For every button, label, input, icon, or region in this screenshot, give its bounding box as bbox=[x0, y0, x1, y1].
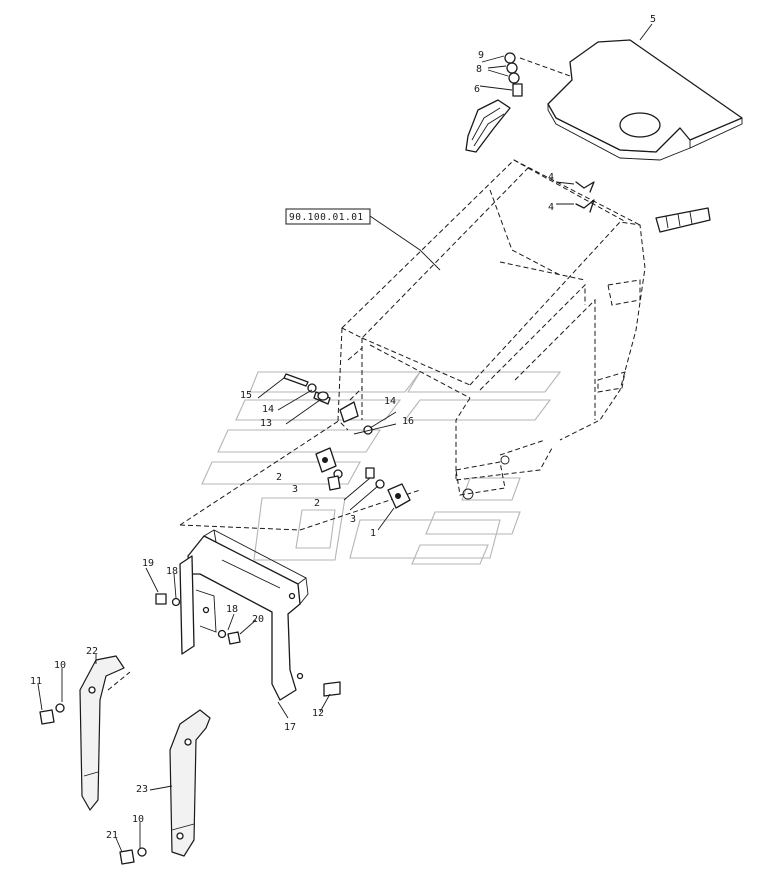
reference-box[interactable]: 90.100.01.01 bbox=[285, 208, 441, 271]
grab-handle-left bbox=[465, 99, 511, 153]
callout-10a: 10 bbox=[54, 660, 66, 671]
callout-1: 1 bbox=[370, 528, 376, 539]
trim-fasteners bbox=[39, 703, 147, 865]
callout-20: 20 bbox=[252, 614, 264, 625]
cab-frame bbox=[337, 159, 646, 500]
callout-6: 6 bbox=[474, 84, 480, 95]
callout-18a: 18 bbox=[166, 566, 178, 577]
lower-frame-fasteners bbox=[155, 593, 241, 645]
callout-18b: 18 bbox=[226, 604, 238, 615]
watermark-logo bbox=[201, 371, 562, 565]
callout-3a: 3 bbox=[292, 484, 298, 495]
callout-9: 9 bbox=[478, 50, 484, 61]
callout-21: 21 bbox=[106, 830, 118, 841]
hinge-hardware-left bbox=[257, 373, 397, 491]
callout-2a: 2 bbox=[276, 472, 282, 483]
callout-13: 13 bbox=[260, 418, 272, 429]
assembly-lines bbox=[107, 57, 571, 691]
callout-16: 16 bbox=[402, 416, 414, 427]
trim-piece-22 bbox=[79, 655, 125, 811]
callout-17: 17 bbox=[284, 722, 296, 733]
callout-2b: 2 bbox=[314, 498, 320, 509]
callout-14b: 14 bbox=[384, 396, 396, 407]
roof-panel bbox=[547, 39, 743, 161]
callout-14a: 14 bbox=[262, 404, 274, 415]
trim-piece-23 bbox=[169, 709, 211, 857]
callout-3b: 3 bbox=[350, 514, 356, 525]
grab-handle-right bbox=[655, 207, 711, 233]
lower-frame bbox=[179, 529, 341, 701]
callout-12: 12 bbox=[312, 708, 324, 719]
callout-22: 22 bbox=[86, 646, 98, 657]
callout-23: 23 bbox=[136, 784, 148, 795]
callout-8: 8 bbox=[476, 64, 482, 75]
clips bbox=[555, 181, 595, 213]
callout-4b: 4 bbox=[548, 202, 554, 213]
leader-lines bbox=[37, 23, 653, 853]
callout-4a: 4 bbox=[548, 172, 554, 183]
callout-19: 19 bbox=[142, 558, 154, 569]
callout-10b: 10 bbox=[132, 814, 144, 825]
hinge-hardware-right bbox=[343, 467, 411, 531]
callout-15: 15 bbox=[240, 390, 252, 401]
callout-11: 11 bbox=[30, 676, 42, 687]
callout-5: 5 bbox=[650, 14, 656, 25]
callout-labels: 9 8 6 5 4 4 15 14 13 14 16 2 3 2 3 1 19 … bbox=[30, 14, 656, 841]
reference-box-label: 90.100.01.01 bbox=[289, 212, 364, 223]
roof-fasteners bbox=[479, 52, 523, 97]
